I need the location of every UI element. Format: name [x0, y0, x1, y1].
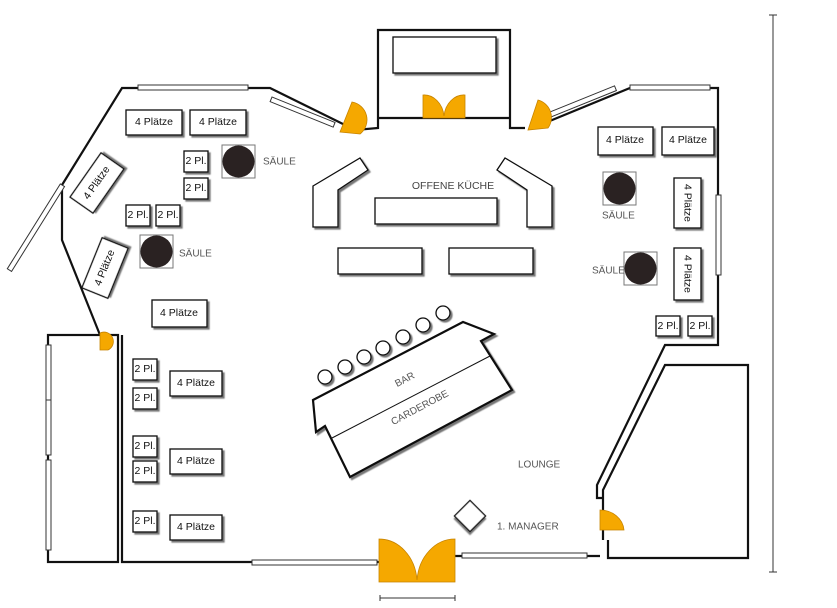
- manager-desk: [453, 499, 487, 533]
- kitchen-counter-top: [392, 36, 497, 74]
- dimension-line-vertical: [769, 14, 777, 573]
- table-4[interactable]: 4 Plätze: [189, 109, 247, 136]
- table-4[interactable]: 4 Plätze: [151, 299, 208, 328]
- table-label: 2 Pl.: [657, 320, 678, 332]
- table-4[interactable]: 4 Plätze: [125, 109, 183, 136]
- kitchen-counter-angled: [496, 157, 553, 228]
- table-4[interactable]: 4 Plätze: [169, 370, 223, 397]
- table-label: 2 Pl.: [134, 515, 155, 527]
- table-4[interactable]: 4 Plätze: [673, 247, 702, 301]
- table-2[interactable]: 2 Pl.: [132, 510, 158, 533]
- table-label: 4 Plätze: [682, 184, 694, 222]
- table-label: 2 Pl.: [134, 363, 155, 375]
- column-label: SÄULE: [179, 248, 212, 260]
- bar-stool: [395, 329, 411, 345]
- table-2[interactable]: 2 Pl.: [132, 387, 158, 410]
- bar-stool: [375, 340, 391, 356]
- bar-stool: [356, 349, 372, 365]
- table-label: 2 Pl.: [185, 182, 206, 194]
- bar-stool: [337, 359, 353, 375]
- column: [623, 251, 658, 286]
- column: [139, 234, 174, 269]
- table-2[interactable]: 2 Pl.: [132, 435, 158, 458]
- bar-divider: [331, 355, 491, 439]
- table-4[interactable]: 4 Plätze: [673, 177, 702, 229]
- bar-counter: [311, 320, 514, 479]
- column-label: SÄULE: [263, 156, 296, 168]
- table-2[interactable]: 2 Pl.: [155, 204, 181, 227]
- table-2[interactable]: 2 Pl.: [687, 315, 713, 337]
- table-label: 2 Pl.: [134, 440, 155, 452]
- windows: [6, 84, 722, 566]
- table-label: 2 Pl.: [134, 465, 155, 477]
- door-top-right[interactable]: [527, 99, 552, 131]
- table-label: 2 Pl.: [689, 320, 710, 332]
- main-entrance-door[interactable]: [378, 538, 456, 583]
- column-label: SÄULE: [592, 265, 625, 277]
- kitchen-counter: [337, 247, 423, 275]
- table-label: 4 Plätze: [160, 307, 198, 319]
- column: [221, 144, 256, 179]
- door-kitchen[interactable]: [422, 94, 466, 119]
- table-4[interactable]: 4 Plätze: [81, 236, 129, 300]
- lounge-label: LOUNGE: [518, 460, 561, 471]
- table-4[interactable]: 4 Plätze: [597, 126, 654, 156]
- kitchen-counter: [448, 247, 534, 275]
- table-label: 2 Pl.: [185, 155, 206, 167]
- dimension-line-entrance: [379, 595, 456, 601]
- door-left-room[interactable]: [99, 331, 114, 351]
- column: [602, 171, 637, 206]
- kitchen-counter: [374, 197, 498, 225]
- table-label: 4 Plätze: [199, 116, 237, 128]
- table-label: 4 Plätze: [177, 521, 215, 533]
- kitchen-counter-angled: [312, 157, 369, 228]
- table-2[interactable]: 2 Pl.: [125, 204, 151, 227]
- table-4[interactable]: 4 Plätze: [169, 514, 223, 541]
- table-4[interactable]: 4 Plätze: [661, 126, 715, 156]
- table-label: 4 Plätze: [135, 116, 173, 128]
- table-label: 2 Pl.: [134, 392, 155, 404]
- table-2[interactable]: 2 Pl.: [132, 460, 158, 483]
- table-label: 4 Plätze: [606, 134, 644, 146]
- table-2[interactable]: 2 Pl.: [183, 177, 209, 200]
- table-label: 4 Plätze: [669, 134, 707, 146]
- column-label: SÄULE: [602, 210, 635, 222]
- door-office[interactable]: [599, 509, 625, 531]
- table-4[interactable]: 4 Plätze: [69, 151, 125, 215]
- bar-stool: [435, 305, 451, 321]
- bar-stools: [317, 305, 451, 385]
- table-2[interactable]: 2 Pl.: [183, 150, 209, 173]
- door-top-left[interactable]: [339, 101, 368, 135]
- kitchen-label: OFFENE KÜCHE: [412, 180, 494, 192]
- table-2[interactable]: 2 Pl.: [132, 358, 158, 381]
- table-label: 2 Pl.: [157, 209, 178, 221]
- table-4[interactable]: 4 Plätze: [169, 448, 223, 475]
- bar-stool: [317, 369, 333, 385]
- table-label: 2 Pl.: [127, 209, 148, 221]
- manager-label: 1. MANAGER: [497, 522, 559, 533]
- table-label: 4 Plätze: [177, 377, 215, 389]
- table-2[interactable]: 2 Pl.: [655, 315, 681, 337]
- table-label: 4 Plätze: [177, 455, 215, 467]
- table-label: 4 Plätze: [682, 255, 694, 293]
- bar-stool: [415, 317, 431, 333]
